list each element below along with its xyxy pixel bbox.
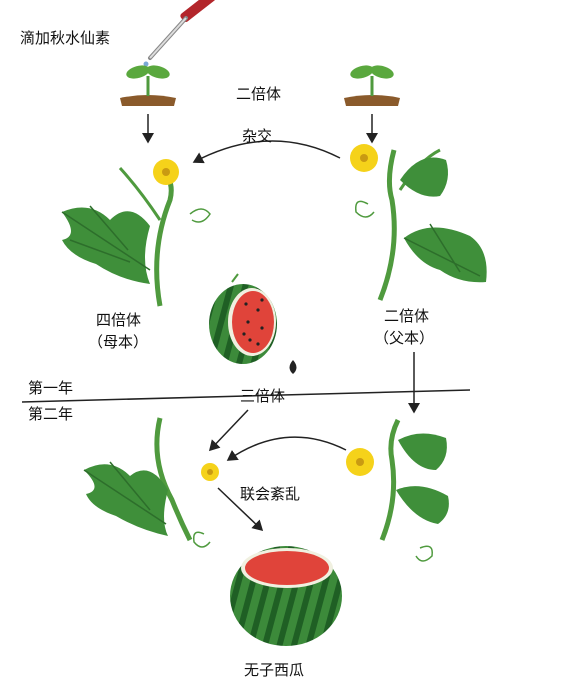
plant-icon: [350, 144, 487, 301]
arrow: [208, 409, 249, 452]
label-diploid-top: 二倍体: [236, 85, 282, 103]
label-year-one: 第一年: [28, 379, 74, 397]
label-triploid: 三倍体: [240, 387, 286, 405]
label-cross: 杂交: [242, 127, 273, 145]
label-colchicine: 滴加秋水仙素: [20, 29, 111, 47]
label-seedless-watermelon: 无子西瓜: [244, 661, 305, 679]
plant-icon: [346, 418, 449, 562]
label-diploid-father: 二倍体: [384, 307, 430, 325]
label-year-two: 第二年: [28, 405, 74, 423]
label-synapsis-disorder: 联会紊乱: [240, 485, 301, 503]
watermelon-icon: [230, 546, 342, 646]
seedling-icon: [120, 65, 176, 106]
cross-arrow: [192, 140, 341, 164]
seedling-icon: [344, 65, 400, 106]
label-mother: （母本）: [88, 333, 149, 351]
seed-icon: [289, 360, 297, 374]
label-father: （父本）: [374, 329, 435, 347]
plant-icon: [83, 417, 219, 548]
label-tetraploid: 四倍体: [96, 311, 142, 329]
arrow: [226, 436, 347, 461]
year-divider: [21, 389, 471, 403]
arrow: [217, 487, 264, 532]
dropper-icon: [143, 0, 216, 67]
plant-icon: [61, 159, 211, 307]
watermelon-icon: [209, 273, 277, 364]
